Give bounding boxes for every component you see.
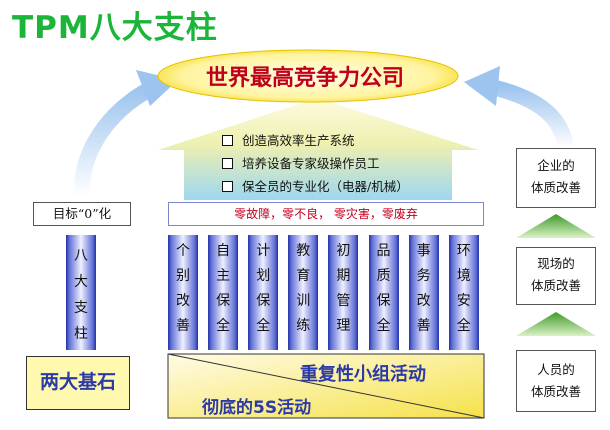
- top-goal-label: 世界最高竞争力公司: [205, 65, 404, 91]
- checkbox-icon: [222, 181, 233, 192]
- up-arrow-icon: [516, 214, 596, 238]
- foundation-item: 重复性小组活动: [300, 364, 426, 385]
- foundation-item: 彻底的5S活动: [202, 398, 312, 418]
- pillar-label: 初期管理: [336, 243, 351, 334]
- pillar-2: 自主保全: [208, 235, 239, 350]
- pillar-7: 事务改善: [408, 235, 439, 350]
- pillars-label: 八大支柱: [74, 248, 88, 342]
- improvement-box: 人员的 体质改善: [516, 350, 596, 412]
- pillars-label-column: 八大支柱: [66, 235, 96, 350]
- checklist-item: 保全员的专业化（电器/机械）: [222, 176, 409, 195]
- pillar-label: 事务改善: [416, 243, 431, 334]
- pillar-label: 教育训练: [296, 243, 311, 334]
- improvement-box: 现场的 体质改善: [516, 247, 596, 305]
- improvement-box: 企业的 体质改善: [516, 148, 596, 208]
- pillar-3: 计划保全: [248, 235, 279, 350]
- pillar-label: 个别改善: [176, 243, 190, 334]
- checklist-item: 创造高效率生产系统: [222, 130, 355, 149]
- goal-label-box: 目标“0”化: [33, 202, 131, 226]
- roof-arrow: [158, 98, 478, 200]
- pillar-label: 品质保全: [376, 243, 391, 334]
- pillar-label: 环境安全: [456, 243, 471, 334]
- pillar-8: 环境安全: [448, 235, 479, 350]
- curved-arrow-right-icon: [464, 66, 574, 150]
- checkbox-icon: [222, 158, 233, 169]
- checklist-item: 培养设备专家级操作员工: [222, 153, 380, 172]
- pillar-1: 个别改善: [168, 235, 198, 350]
- pillar-label: 计划保全: [256, 243, 271, 334]
- up-arrow-icon: [516, 312, 596, 336]
- pillar-6: 品质保全: [368, 235, 399, 350]
- pillar-5: 初期管理: [328, 235, 359, 350]
- foundation-label: 两大基石: [26, 356, 130, 410]
- pillar-4: 教育训练: [288, 235, 319, 350]
- zero-goals-bar: 零故障，零不良， 零灾害，零废弃: [168, 202, 484, 226]
- checkbox-icon: [222, 135, 233, 146]
- foundation-block: [167, 353, 485, 419]
- pillar-label: 自主保全: [216, 243, 231, 334]
- top-oval: [157, 49, 459, 103]
- page-title: TPM八大支柱: [12, 10, 218, 46]
